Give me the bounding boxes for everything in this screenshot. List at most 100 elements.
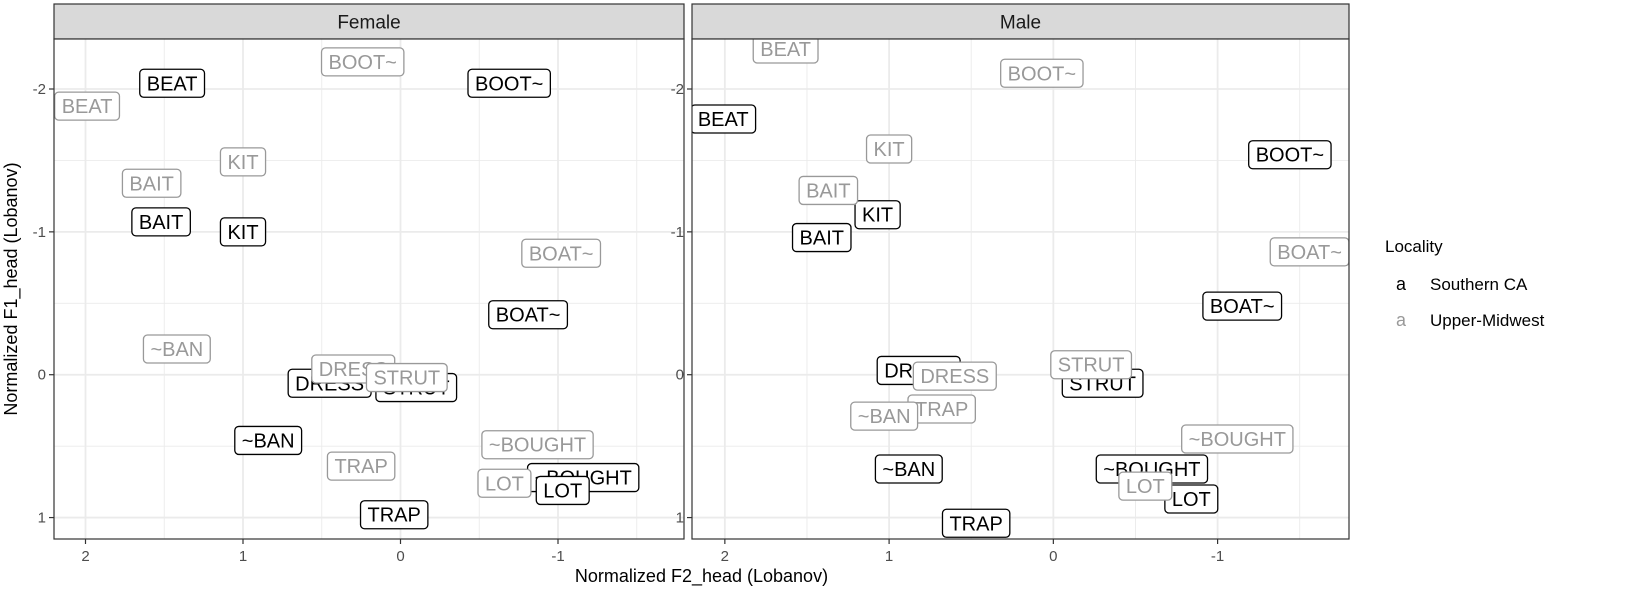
data-point-label: BOOT~ [467,68,552,98]
label-box [752,39,819,64]
label-box [234,425,303,456]
label-text: BAIT [800,228,844,250]
data-point-label: BAIT [121,168,182,198]
facet-panel-male: Male210-1-2-101BEATBOOT~KITBAITBOAT~DRES… [671,3,1350,565]
data-point-label: BEAT [54,91,121,121]
label-text: LOT [1172,489,1211,511]
label-box [874,454,943,484]
data-point-label: BAIT [798,175,859,206]
label-box [1248,140,1332,170]
data-point-label: KIT [854,200,901,230]
label-box [1202,291,1283,321]
label-box [467,68,552,98]
label-text: TRAP [368,505,421,527]
legend-key-glyph: a [1396,274,1407,294]
data-point-label: BAIT [131,207,191,237]
label-text: LOT [543,480,582,502]
label-text: TRAP [949,513,1002,535]
data-point-label: ~BAN [142,334,211,364]
label-text: LOT [485,473,524,495]
data-point-label: BEAT [139,68,206,98]
label-box [139,68,206,98]
label-box [54,91,121,121]
legend-entry-label: Southern CA [1430,275,1528,294]
data-labels: BEATBOOT~BAITKITBOAT~DRESSSTRUT~BAN~BOUG… [54,47,640,530]
data-point-label: BAIT [791,222,852,253]
label-text: BAIT [806,180,850,202]
label-text: KIT [874,139,905,161]
panel-border [53,38,685,540]
label-text: BOOT~ [329,52,397,74]
label-box [142,334,211,364]
label-text: BOOT~ [1256,145,1324,167]
label-box [1050,350,1133,380]
label-box [477,468,532,498]
data-point-label: ~BAN [234,425,303,456]
data-point-label: BOOT~ [1248,140,1332,170]
label-text: BAIT [129,173,173,195]
y-tick-label: -1 [33,224,46,241]
x-tick-label: 2 [721,548,729,565]
label-text: BOAT~ [529,243,594,265]
data-point-label: TRAP [907,394,976,424]
label-box [320,47,405,77]
label-box [865,134,913,164]
label-text: ~BOUGHT [1189,429,1286,451]
label-text: DRESS [920,366,989,388]
label-box [131,207,191,237]
label-text: STRUT [373,368,440,390]
label-box [219,217,267,247]
data-point-label: BEAT [692,104,757,134]
label-text: BOAT~ [496,305,561,327]
data-point-label: BOAT~ [1202,291,1283,321]
data-labels: BEAT BOOT~ KIT BAIT BOAT~ DRESS STRUT ~BAN ~BOUG… [692,39,1349,538]
y-tick-label: 1 [38,510,46,527]
label-text: ~BAN [242,430,295,452]
label-text: BEAT [698,109,749,131]
label-text: LOT [1126,476,1165,498]
label-text: BOOT~ [475,73,543,95]
y-tick-label: -1 [671,224,684,241]
label-box [1181,424,1294,454]
data-point-label: LOT [477,468,532,498]
label-box [912,361,997,391]
y-tick-label: 1 [676,510,684,527]
label-box [850,401,919,431]
facet-strip [53,3,685,40]
data-point-label: KIT [219,217,267,247]
x-tick-label: -1 [1211,548,1224,565]
data-point-label: ~BOUGHT [1181,424,1294,454]
data-point-label: ~BAN [850,401,919,431]
label-text: ~BAN [858,406,911,428]
label-text: BEAT [62,96,113,118]
y-axis-title: Normalized F1_head (Lobanov) [1,162,22,415]
y-tick-label: 0 [38,367,46,384]
x-tick-label: 2 [81,548,89,565]
data-point-label: KIT [865,134,913,164]
data-point-label: BOOT~ [1000,58,1084,88]
facet-strip [691,3,1350,40]
data-point-label: ~BAN [874,454,943,484]
label-box [941,508,1011,538]
label-box [219,147,267,177]
label-text: BOAT~ [1210,296,1275,318]
label-box [854,200,901,230]
label-box [359,500,429,530]
data-point-label: BEAT [752,39,819,64]
y-tick-label: -2 [33,81,46,98]
label-text: KIT [227,152,258,174]
data-point-label: BOAT~ [488,300,569,330]
label-box [1000,58,1084,88]
x-tick-label: 0 [1049,548,1057,565]
legend-entry-label: Upper-Midwest [1430,311,1545,330]
x-axis-title: Normalized F2_head (Lobanov) [575,566,828,587]
data-point-label: STRUT [1050,350,1133,380]
x-tick-label: -1 [551,548,564,565]
label-box [326,451,396,481]
panel-border [691,38,1350,540]
label-text: KIT [862,205,893,227]
data-point-label: BOAT~ [1269,237,1349,267]
legend-title: Locality [1385,237,1443,256]
